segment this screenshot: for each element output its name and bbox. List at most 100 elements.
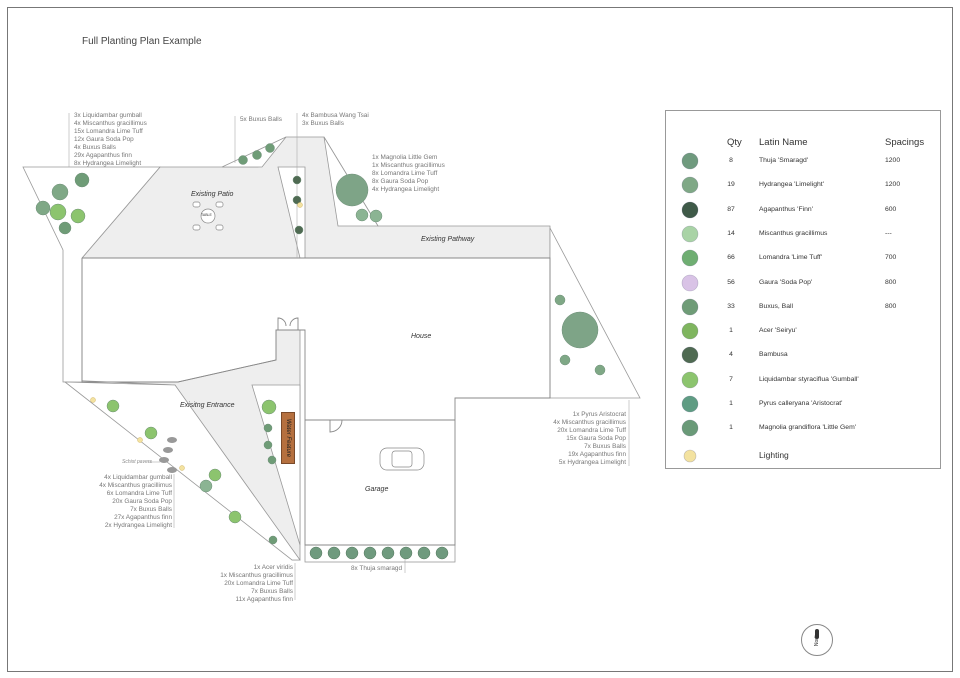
annotation-line: 15x Lomandra Lime Tuff — [74, 128, 143, 135]
annotation-line: 4x Liquidambar gumball — [104, 474, 172, 481]
patio-table-icon — [192, 201, 224, 231]
magnolia-icon — [681, 419, 699, 437]
table-label: TABLE — [201, 213, 212, 217]
legend-name: Pyrus calleryana 'Aristocrat' — [759, 400, 843, 407]
liquidambar-icon — [681, 371, 699, 388]
annotation-line: 1x Acer viridis — [253, 564, 293, 571]
hydrangea-icon — [35, 200, 51, 216]
legend-qty: 33 — [727, 302, 735, 310]
annotation-line: 6x Lomandra Lime Tuff — [106, 490, 172, 497]
legend-spacing: 1200 — [885, 181, 901, 189]
liquidambar-icon — [228, 510, 242, 524]
legend-qty: 66 — [727, 254, 735, 262]
annotation-line: 7x Buxus Balls — [251, 588, 293, 595]
buxus-icon — [51, 183, 69, 201]
buxus-icon — [681, 298, 699, 316]
legend-qty: 8 — [729, 157, 733, 164]
legend-header-name: Latin Name — [759, 137, 808, 148]
legend-name: Hydrangea 'Limelight' — [759, 181, 824, 189]
schist-label: Schist pavers — [122, 459, 153, 465]
legend-name: Liquidambar styraciflua 'Gumball' — [759, 375, 859, 383]
thuja-row — [309, 546, 449, 560]
annotation-line: 1x Magnolia Little Gem — [372, 154, 438, 161]
legend-spacing: 800 — [885, 302, 897, 310]
legend-qty: 1 — [729, 327, 733, 335]
legend-qty: 19 — [727, 181, 735, 189]
annotation-line: 8x Hydrangea Limelight — [74, 160, 142, 167]
bed-right — [549, 227, 641, 399]
buxus-icon — [263, 440, 273, 450]
annotation-line: 4x Miscanthus gracillimus — [99, 482, 172, 489]
legend-qty: 56 — [727, 278, 735, 286]
thuja-icon — [681, 152, 699, 170]
acer-icon — [681, 322, 699, 340]
legend-name: Acer 'Seiryu' — [759, 327, 797, 335]
annotation-line: 29x Agapanthus finn — [74, 152, 132, 159]
miscanthus-icon — [681, 225, 699, 243]
house-label: House — [411, 333, 432, 340]
liquidambar-icon — [106, 399, 120, 413]
legend-qty: 4 — [729, 351, 733, 359]
annotation-line: 20x Lomandra Lime Tuff — [224, 580, 293, 587]
annotation-line: 5x Hydrangea Limelight — [558, 459, 626, 466]
house-outline — [81, 257, 551, 546]
plant-symbols — [35, 143, 606, 545]
water-feature-label: Water Feature — [285, 418, 291, 458]
legend-spacing: --- — [885, 229, 892, 237]
liquidambar-icon — [49, 203, 67, 221]
legend-name: Magnolia grandiflora 'Little Gem' — [759, 424, 857, 432]
legend-name: Lighting — [759, 450, 789, 460]
legend-qty: 1 — [729, 400, 733, 407]
buxus-icon — [268, 535, 278, 545]
bambusa-icon — [292, 175, 302, 185]
hydrangea-icon — [681, 176, 699, 194]
annotation-line: 8x Lomandra Lime Tuff — [372, 170, 438, 177]
garage-label: Garage — [365, 486, 389, 493]
north-arrow-icon — [815, 629, 819, 639]
annotation-line: 7x Buxus Balls — [584, 443, 626, 450]
agapanthus-icon — [681, 201, 699, 218]
annotation-line: 4x Miscanthus gracillimus — [553, 419, 626, 426]
legend-qty: 7 — [729, 375, 733, 383]
annotation-line: 7x Buxus Balls — [130, 506, 172, 513]
annotation-line: 4x Hydrangea Limelight — [372, 186, 440, 193]
patio-area — [81, 136, 551, 259]
annotation-line: 2x Hydrangea Limelight — [104, 522, 172, 529]
magnolia-icon — [335, 173, 369, 207]
liquidambar-icon — [144, 426, 158, 440]
north-arrow: North — [801, 624, 833, 656]
annotation-line: 8x Gaura Soda Pop — [372, 178, 429, 185]
annotation-line: 4x Buxus Balls — [74, 144, 116, 151]
buxus-icon — [267, 455, 277, 465]
pyrus-icon — [561, 311, 599, 349]
legend-header-qty: Qty — [727, 137, 742, 148]
annotation-line: 15x Gaura Soda Pop — [566, 435, 626, 442]
annotation-line: 12x Gaura Soda Pop — [74, 136, 134, 143]
legend-name: Lomandra 'Lime Tuff' — [759, 254, 822, 262]
annotation-line: 11x Agapanthus finn — [235, 596, 293, 603]
buxus-icon — [74, 172, 90, 188]
annotation-line: 20x Gaura Soda Pop — [112, 498, 172, 505]
buxus-icon — [58, 221, 72, 235]
annotation-line: 27x Agapanthus finn — [114, 514, 172, 521]
bed-entrance — [63, 381, 301, 561]
legend-name: Agapanthus 'Finn' — [759, 205, 813, 213]
annotation-buxus: 5x Buxus Balls — [240, 116, 282, 124]
lomandra-icon — [681, 249, 699, 267]
buxus-icon — [252, 150, 262, 160]
legend-row: 19 Hydrangea 'Limelight' 1200 — [666, 175, 940, 195]
buxus-icon — [265, 143, 275, 153]
leader-lines — [68, 113, 630, 600]
bambusa-icon — [292, 195, 302, 205]
annotation-line: 3x Liquidambar gumball — [74, 112, 142, 119]
schist-pavers — [159, 437, 177, 473]
